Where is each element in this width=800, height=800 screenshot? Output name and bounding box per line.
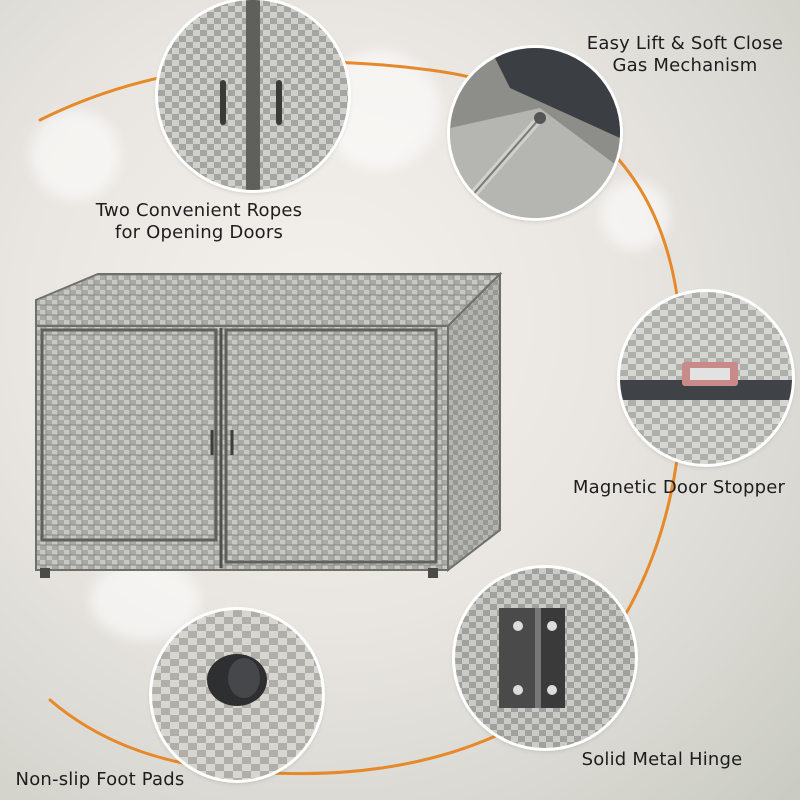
bokeh-light [600,180,670,250]
label-gas-line1: Easy Lift & Soft Close [586,33,784,54]
detail-magnetic-stopper [620,292,792,464]
cabinet-foot [40,568,50,578]
cabinet-side [447,271,501,573]
cabinet-lid [35,273,503,327]
detail-foot-pads [152,610,322,780]
label-ropes: Two Convenient Ropes for Opening Doors [70,200,328,244]
detail-gas-mechanism [450,48,620,218]
bokeh-light [90,560,200,640]
detail-ropes [158,0,348,190]
cabinet-left-door [40,328,218,542]
rattan-storage-cabinet [35,271,503,578]
label-hinge: Solid Metal Hinge [581,749,743,770]
cabinet-front [35,325,449,571]
foot-pad-icon [152,610,322,780]
label-gas: Easy Lift & Soft Close Gas Mechanism [582,33,788,77]
gas-strut-icon [450,48,620,218]
label-magnet: Magnetic Door Stopper [572,477,786,498]
rope-handle-icon [158,0,348,190]
hinge-icon [455,568,635,748]
cabinet-foot [428,568,438,578]
detail-metal-hinge [455,568,635,748]
bokeh-light [30,110,120,200]
cabinet-right-door [224,328,438,564]
magnet-icon [620,292,792,464]
label-ropes-line1: Two Convenient Ropes [95,200,303,221]
label-gas-line2: Gas Mechanism [612,55,758,76]
label-pads: Non-slip Foot Pads [15,769,185,790]
label-ropes-line2: for Opening Doors [114,222,284,243]
